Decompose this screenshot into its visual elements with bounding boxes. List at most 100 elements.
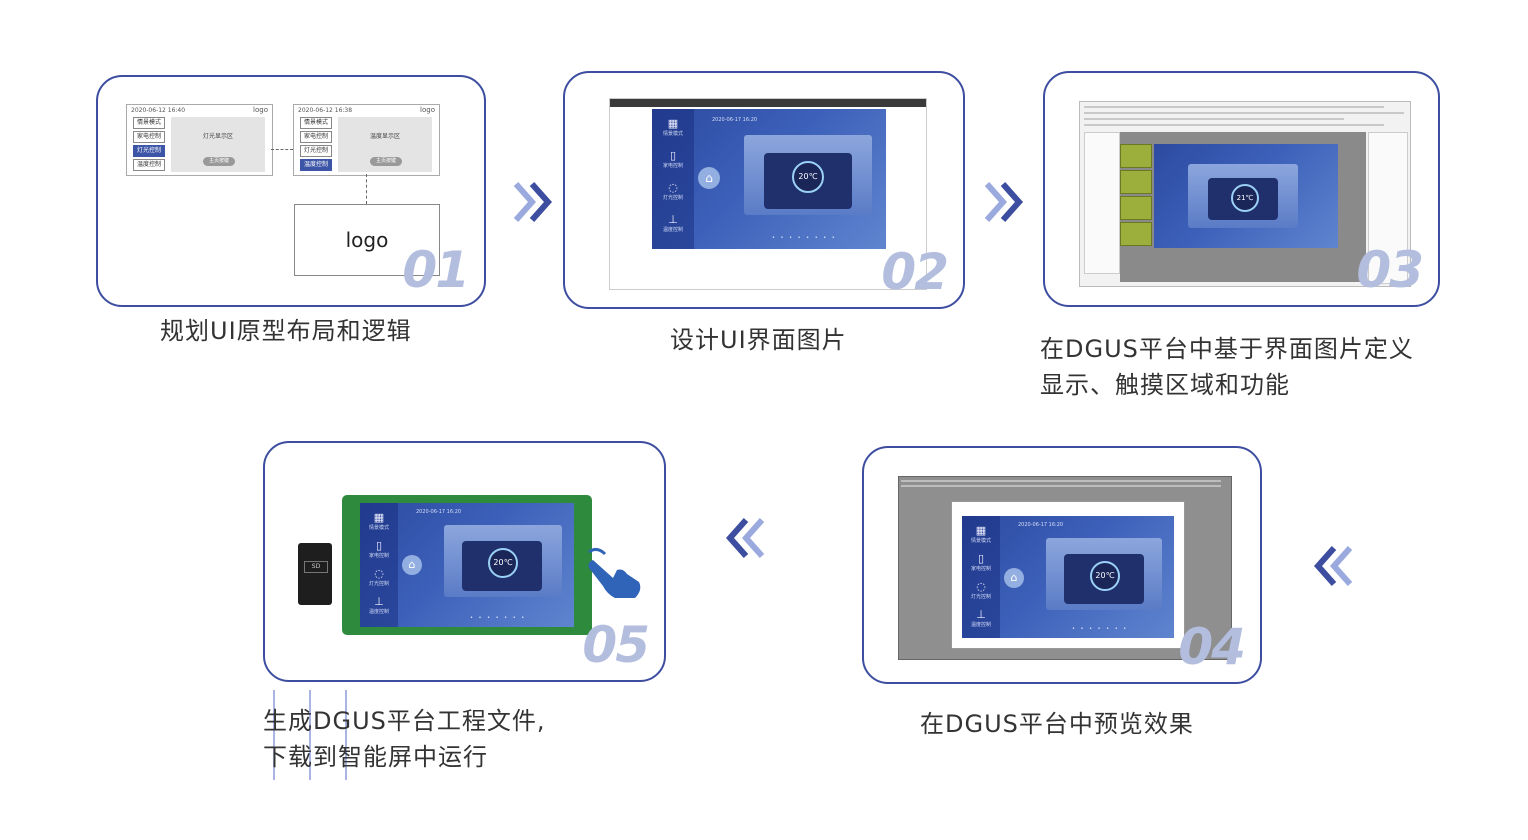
temp-value: 20℃ xyxy=(1095,571,1115,580)
dgus-preview-window: ▦情景模式 ▯家电控制 ◌灯光控制 ⊥温度控制 2020-06-17 16:20… xyxy=(898,476,1232,660)
step-number: 04 xyxy=(1178,618,1246,676)
temp-value: 20℃ xyxy=(798,172,818,181)
step-card-02: ▦情景模式 ▯家电控制 ◌灯光控制 ⊥温度控制 2020-06-17 16:20… xyxy=(563,71,965,309)
side-menu: ▦情景模式 ▯家电控制 ◌灯光控制 ⊥温度控制 xyxy=(652,109,694,249)
temp-dial: 20℃ xyxy=(764,153,852,209)
menu-item: 温度控制 xyxy=(133,159,165,171)
smart-screen-device: ▦情景模式 ▯家电控制 ◌灯光控制 ⊥温度控制 2020-06-17 16:20… xyxy=(342,495,592,635)
home-icon: ⌂ xyxy=(698,167,720,189)
wireframe-right: 2020-06-12 16:38 logo 情景模式 家电控制 灯光控制 温度控… xyxy=(293,104,440,176)
wireframe-time: 2020-06-12 16:38 xyxy=(298,107,353,114)
step-number: 02 xyxy=(881,243,949,301)
step-number: 03 xyxy=(1356,241,1424,299)
screen-date: 2020-06-17 16:20 xyxy=(712,117,758,123)
dgus-editor-window: 21℃ xyxy=(1079,101,1411,287)
preview-dialog: ▦情景模式 ▯家电控制 ◌灯光控制 ⊥温度控制 2020-06-17 16:20… xyxy=(951,501,1185,649)
menu-item: ▯家电控制 xyxy=(970,552,991,572)
temp-dial: 20℃ xyxy=(462,541,542,591)
home-pill: 主页按键 xyxy=(370,157,402,166)
menu-item: 灯光控制 xyxy=(300,145,332,157)
sd-card-icon: SD xyxy=(298,543,332,605)
side-menu: ▦情景模式 ▯家电控制 ◌灯光控制 ⊥温度控制 xyxy=(962,516,1000,638)
double-chevron-left-icon xyxy=(1313,546,1353,586)
room-panel: 20℃ xyxy=(1046,538,1162,610)
temp-ring: 20℃ xyxy=(792,161,824,193)
touch-area xyxy=(1120,144,1152,168)
menu-item: ▦情景模式 xyxy=(368,511,389,531)
area-label: 温度显示区 xyxy=(369,133,400,140)
ui-screen: ▦情景模式 ▯家电控制 ◌灯光控制 ⊥温度控制 2020-06-17 16:20… xyxy=(962,516,1174,638)
screen-date: 2020-06-17 16:20 xyxy=(416,509,462,515)
step-card-03: 21℃ 03 xyxy=(1043,71,1440,307)
canvas-area: 21℃ xyxy=(1120,132,1366,282)
area-label: 灯光显示区 xyxy=(202,133,233,140)
properties-panel xyxy=(1368,132,1408,284)
step-card-01: 2020-06-12 16:40 logo 情景模式 家电控制 灯光控制 温度控… xyxy=(96,75,486,307)
step-card-05: SD ▦情景模式 ▯家电控制 ◌灯光控制 ⊥温度控制 2020-06-17 16… xyxy=(263,441,666,682)
home-icon: ⌂ xyxy=(402,555,422,575)
temp-ring: 20℃ xyxy=(1090,561,1120,591)
menu-item: ⊥温度控制 xyxy=(970,608,991,628)
file-tree xyxy=(1084,132,1120,274)
room-panel: 21℃ xyxy=(1188,164,1298,228)
temp-dial: 20℃ xyxy=(1064,554,1144,604)
ui-screen: ▦情景模式 ▯家电控制 ◌灯光控制 ⊥温度控制 2020-06-17 16:20… xyxy=(652,109,886,249)
temp-value: 20℃ xyxy=(493,558,513,567)
step-caption-line-1: 在DGUS平台中基于界面图片定义 xyxy=(1040,335,1414,363)
menu-item: ◌灯光控制 xyxy=(970,580,991,600)
decor-tick xyxy=(345,690,347,780)
step-number: 05 xyxy=(582,616,650,674)
menu-item: 灯光控制 xyxy=(133,145,165,157)
menu-item: 家电控制 xyxy=(133,131,165,143)
ui-screen: 21℃ xyxy=(1154,144,1338,248)
decor-tick xyxy=(273,690,275,780)
temp-dial: 21℃ xyxy=(1208,178,1278,220)
page-dots: • • • • • • • xyxy=(1072,626,1129,632)
page-dots: • • • • • • • xyxy=(470,615,527,621)
step-caption: 在DGUS平台中预览效果 xyxy=(920,710,1194,738)
temp-ring: 20℃ xyxy=(488,548,518,578)
home-icon: ⌂ xyxy=(1004,568,1024,588)
double-chevron-right-icon xyxy=(984,182,1024,222)
menu-item: ⊥温度控制 xyxy=(368,595,389,615)
home-pill: 主页按键 xyxy=(203,157,235,166)
room-panel: 20℃ xyxy=(444,525,562,597)
wireframe-logo: logo xyxy=(420,106,435,114)
menu-item: 情景模式 xyxy=(133,117,165,129)
touch-area xyxy=(1120,170,1152,194)
logo-text: logo xyxy=(345,228,389,252)
toolbar-row xyxy=(1084,112,1404,114)
page-dots: • • • • • • • • xyxy=(772,235,837,241)
menu-item: ◌灯光控制 xyxy=(662,181,683,201)
step-caption: 设计UI界面图片 xyxy=(670,326,847,354)
wireframe-time: 2020-06-12 16:40 xyxy=(131,107,186,114)
menu-item: ▦情景模式 xyxy=(970,524,991,544)
screen-date: 2020-06-17 16:20 xyxy=(1018,522,1064,528)
side-menu: ▦情景模式 ▯家电控制 ◌灯光控制 ⊥温度控制 xyxy=(360,503,398,627)
menu-item: ▦情景模式 xyxy=(662,117,683,137)
touch-area xyxy=(1120,222,1152,246)
temp-value: 21℃ xyxy=(1236,194,1254,202)
step-caption-line-1: 生成DGUS平台工程文件, xyxy=(263,707,546,735)
decor-tick xyxy=(309,690,311,780)
ui-screen: ▦情景模式 ▯家电控制 ◌灯光控制 ⊥温度控制 2020-06-17 16:20… xyxy=(360,503,574,627)
menu-bar xyxy=(1084,106,1384,108)
connector-line xyxy=(271,149,293,150)
menu-item: ⊥温度控制 xyxy=(662,213,683,233)
designer-window: ▦情景模式 ▯家电控制 ◌灯光控制 ⊥温度控制 2020-06-17 16:20… xyxy=(609,98,927,290)
step-card-04: ▦情景模式 ▯家电控制 ◌灯光控制 ⊥温度控制 2020-06-17 16:20… xyxy=(862,446,1262,684)
step-caption: 规划UI原型布局和逻辑 xyxy=(160,317,412,345)
room-panel: 20℃ xyxy=(744,135,872,215)
menu-item: ◌灯光控制 xyxy=(368,567,389,587)
wireframe-left: 2020-06-12 16:40 logo 情景模式 家电控制 灯光控制 温度控… xyxy=(126,104,273,176)
logo-box: logo xyxy=(294,204,440,276)
touch-area xyxy=(1120,196,1152,220)
menu-item: 家电控制 xyxy=(300,131,332,143)
wireframe-logo: logo xyxy=(253,106,268,114)
menu-item: 温度控制 xyxy=(300,159,332,171)
temp-ring: 21℃ xyxy=(1231,184,1259,212)
step-caption-line-2: 下载到智能屏中运行 xyxy=(263,743,488,771)
step-number: 01 xyxy=(402,241,470,299)
step-caption-line-2: 显示、触摸区域和功能 xyxy=(1040,371,1290,399)
menu-bar xyxy=(901,480,1221,482)
